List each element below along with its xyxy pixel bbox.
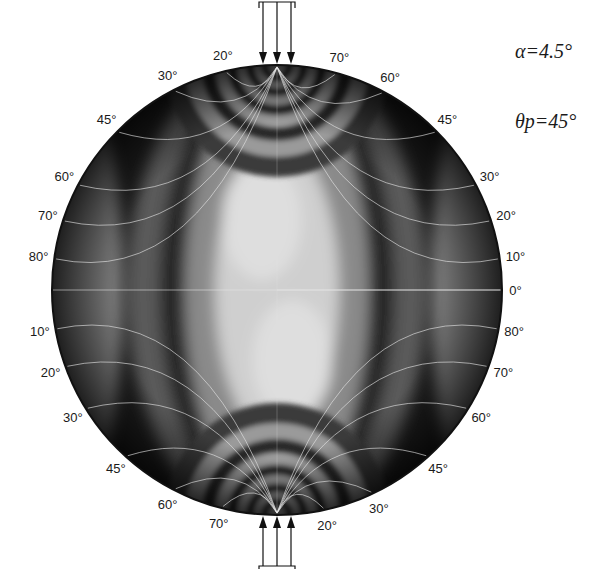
arrow-heads: [259, 52, 295, 528]
angle-label: 60°: [55, 169, 75, 184]
angle-label: 45°: [428, 461, 448, 476]
angle-label: 30°: [480, 169, 500, 184]
angle-label: 10°: [30, 324, 50, 339]
angle-label: 10°: [506, 249, 526, 264]
angle-label: 70°: [329, 50, 349, 65]
angle-label: 80°: [29, 249, 49, 264]
angle-label: 20°: [41, 365, 61, 380]
isoclinic-line: [277, 403, 466, 513]
angle-label: 30°: [158, 68, 178, 83]
angle-label: 45°: [106, 461, 126, 476]
isoclinic-line: [80, 67, 277, 190]
angle-label: 70°: [209, 516, 229, 531]
isoclinic-line: [277, 325, 497, 513]
angle-label: 30°: [63, 410, 83, 425]
angle-label: 70°: [38, 208, 58, 223]
isoclinic-line: [67, 362, 277, 513]
disk-outline: [52, 65, 502, 515]
angle-label: 30°: [369, 501, 389, 516]
angle-label: 60°: [471, 410, 491, 425]
load-arrows: [259, 2, 295, 569]
angle-label: 60°: [380, 70, 400, 85]
isoclinic-line: [176, 478, 277, 513]
isoclinic-line: [277, 67, 382, 104]
angle-label: 45°: [97, 112, 117, 127]
isoclinic-line: [57, 325, 277, 513]
angle-label: 45°: [437, 112, 457, 127]
angle-label: 60°: [158, 497, 178, 512]
angle-label: 20°: [317, 518, 337, 533]
angle-label: 80°: [504, 324, 524, 339]
isoclinic-line: [277, 481, 371, 513]
isoclinic-line: [88, 403, 277, 513]
isoclinic-line: [277, 494, 323, 513]
angle-label: 0°: [509, 283, 521, 298]
fringe-pattern: [38, 0, 520, 569]
angle-label: 70°: [493, 365, 513, 380]
isoclinic-line: [277, 67, 435, 139]
angle-label: 20°: [496, 208, 516, 223]
parameter-label: α=4.5°: [515, 40, 572, 62]
parameter-label: θp=45°: [515, 110, 576, 132]
isoclinic-line: [277, 67, 474, 190]
isoclinic-line: [277, 362, 487, 513]
angle-label: 20°: [213, 48, 233, 63]
isoclinic-line: [119, 67, 277, 139]
